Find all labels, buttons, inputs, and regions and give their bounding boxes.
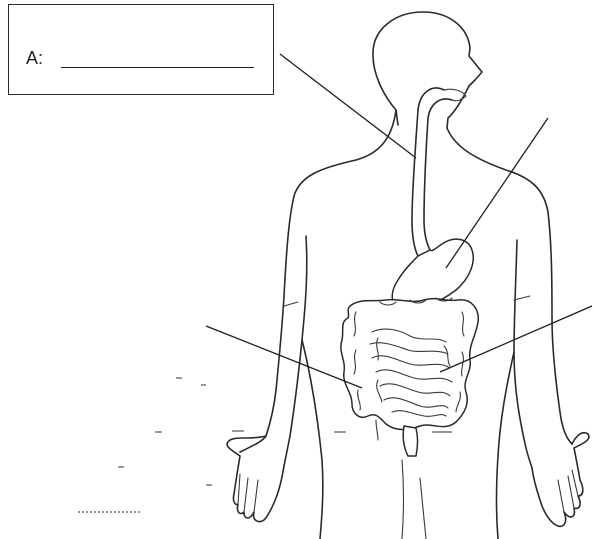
leg-inner-right — [420, 478, 426, 539]
label-box-a: A: — [8, 4, 274, 95]
leader-line-esophagus — [280, 54, 416, 158]
right-hand-outline — [532, 433, 589, 527]
torso-right-side — [497, 352, 515, 539]
right-elbow-crease — [514, 296, 530, 300]
left-hand-outline — [227, 436, 284, 522]
left-arm-inner-outline — [284, 236, 307, 466]
right-arm-inner-outline — [514, 240, 532, 468]
label-a-answer-blank[interactable] — [61, 67, 254, 68]
rectum — [403, 426, 417, 456]
label-a-text: A: — [26, 49, 43, 67]
leg-inner-left — [402, 460, 404, 539]
left-hand-fingers — [238, 474, 258, 512]
left-elbow-crease — [284, 302, 298, 306]
head-outline — [373, 12, 482, 128]
esophagus — [412, 88, 444, 256]
right-hand-fingers — [558, 470, 578, 512]
torso-left-side — [302, 340, 323, 539]
appendix — [376, 420, 378, 440]
leader-line-stomach — [446, 118, 548, 268]
leader-line-large-intestine — [206, 326, 362, 388]
